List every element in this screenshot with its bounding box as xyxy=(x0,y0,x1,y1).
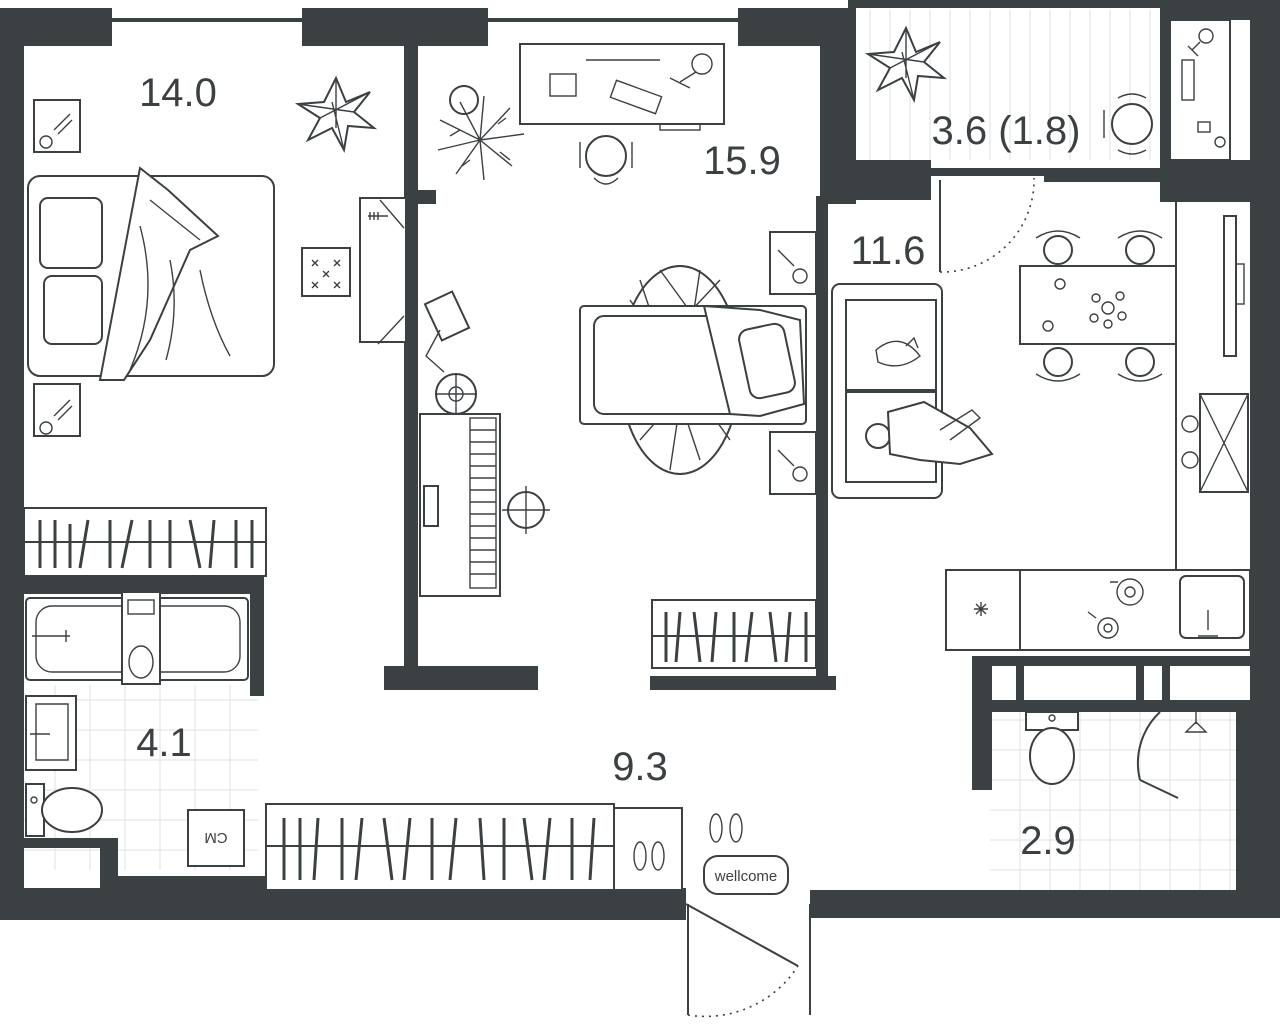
dining-chair xyxy=(1117,230,1163,265)
kitchen-furniture xyxy=(831,200,1251,651)
dining-table xyxy=(1019,265,1177,345)
sink xyxy=(1179,575,1245,639)
plant-icon xyxy=(294,75,378,154)
cat-icon xyxy=(875,336,921,367)
room-area-bedroom: 14.0 xyxy=(139,71,217,115)
bathroom-fixtures: СМ xyxy=(25,591,249,867)
room-area-balcony: 3.6 (1.8) xyxy=(932,109,1081,153)
tv xyxy=(1223,215,1237,357)
nightstand xyxy=(33,99,81,153)
doormat xyxy=(703,855,789,895)
slippers-icon xyxy=(633,813,743,871)
washing-machine-label: СМ xyxy=(204,829,227,846)
piano xyxy=(419,413,501,597)
walls xyxy=(0,0,1280,920)
balcony-furniture xyxy=(864,10,1231,161)
doors xyxy=(685,177,1179,1018)
dining-chair xyxy=(1035,347,1081,382)
room-area-living-room: 15.9 xyxy=(703,139,781,183)
floor-lamp-icon xyxy=(423,290,477,415)
stool-icon xyxy=(502,486,550,534)
area-labels: 14.0 15.9 3.6 (1.8) 11.6 4.1 9.3 2.9 xyxy=(136,71,1080,863)
plant-icon xyxy=(864,25,948,104)
shoe-cabinet xyxy=(613,807,683,891)
bathroom-tile-grid xyxy=(24,685,258,870)
ottoman xyxy=(301,247,351,297)
nightstand xyxy=(33,383,81,437)
doormat-label: wellcome xyxy=(714,868,778,885)
room-area-hallway: 9.3 xyxy=(612,745,668,789)
bedroom-furniture xyxy=(23,75,407,577)
toilet-room-fixtures xyxy=(1025,711,1208,785)
person-icon xyxy=(865,400,994,466)
toilet-bowl xyxy=(1029,727,1075,785)
dining-chair xyxy=(1117,347,1163,382)
room-area-toilet: 2.9 xyxy=(1020,819,1076,863)
balcony-cabinet xyxy=(1169,19,1231,161)
shower-icon xyxy=(1184,712,1208,733)
hallway-furniture: wellcome xyxy=(265,803,789,895)
stove-icon xyxy=(1087,578,1144,639)
chair-icon xyxy=(1103,93,1153,155)
palm-plant-icon xyxy=(437,85,525,181)
toilet-icon xyxy=(25,783,103,837)
living-furniture xyxy=(419,43,817,669)
desk xyxy=(519,43,725,125)
room-area-bathroom: 4.1 xyxy=(136,721,192,765)
side-table xyxy=(769,431,817,495)
side-table xyxy=(769,231,817,295)
toilet-tile-grid xyxy=(990,710,1238,892)
dining-chair xyxy=(1035,230,1081,265)
washing-machine xyxy=(187,809,245,867)
room-area-kitchen: 11.6 xyxy=(851,229,926,273)
chair-icon xyxy=(579,135,633,185)
